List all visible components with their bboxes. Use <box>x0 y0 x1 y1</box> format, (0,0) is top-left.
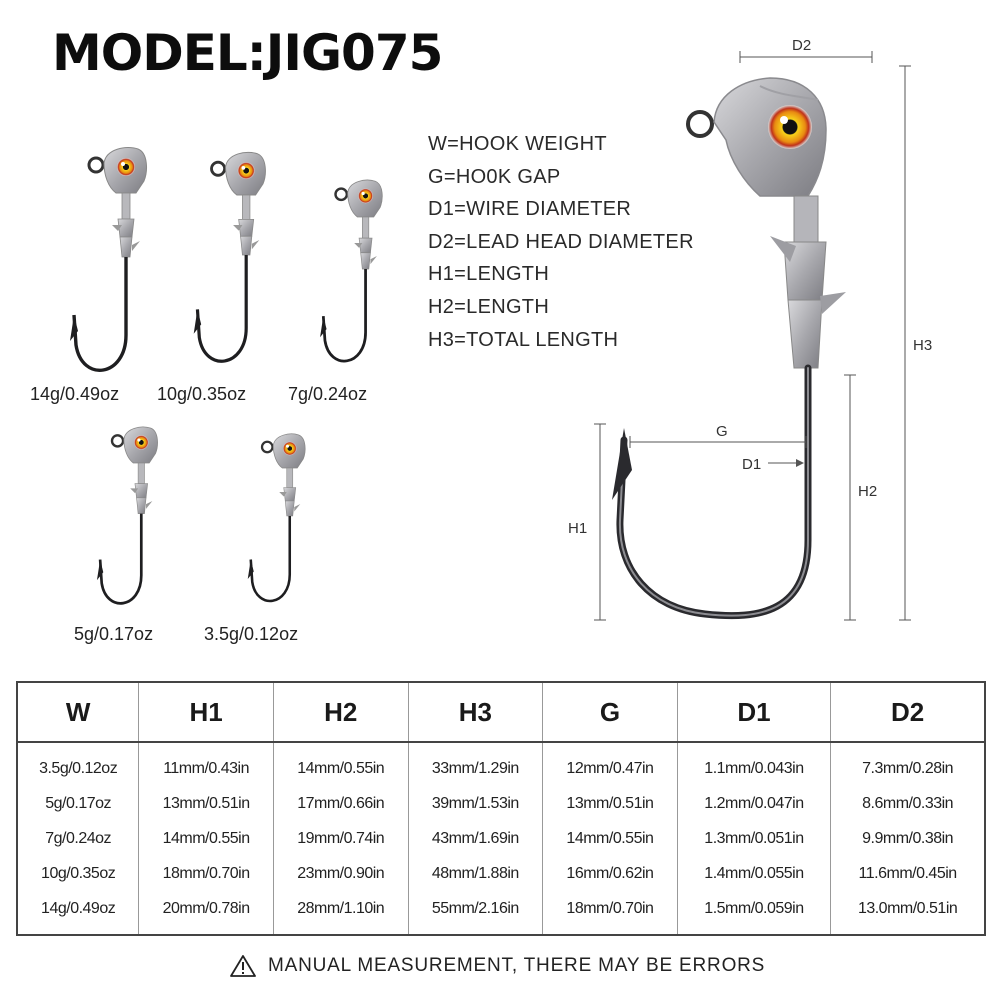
table-cell: 7.3mm/0.28in <box>862 759 954 777</box>
table-cell: 48mm/1.88in <box>408 856 544 891</box>
warning-text: MANUAL MEASUREMENT, THERE MAY BE ERRORS <box>268 955 766 976</box>
hook-label-10g: 10g/0.35oz <box>157 384 247 404</box>
hook-label-5g: 5g/0.17oz <box>74 624 154 644</box>
legend-item: H2=LENGTH <box>428 295 550 318</box>
table-cell: 13mm/0.51in <box>542 786 678 821</box>
column-header: H2 <box>273 682 409 743</box>
legend-item: G=HO0K GAP <box>428 165 561 188</box>
table-row: 14g/0.49oz 20mm/0.78in 28mm/1.10in 55mm/… <box>17 891 985 935</box>
legend-item: D1=WIRE DIAMETER <box>428 198 632 221</box>
hook-label-7g: 7g/0.24oz <box>288 384 368 404</box>
jig-hook-3-5g <box>246 432 307 603</box>
table-cell: 1.4mm/0.055in <box>677 856 832 891</box>
d1-label: D1 <box>742 456 762 473</box>
column-header: D1 <box>677 682 832 743</box>
table-cell: 1.1mm/0.043in <box>677 742 832 786</box>
dimension-legend: W=HOOK WEIGHT G=HO0K GAP D1=WIRE DIAMETE… <box>428 128 694 356</box>
table-cell: 8.6mm/0.33in <box>862 794 954 812</box>
spec-table: W H1 H2 H3 G D1 D2 3.5g/0.12oz 11mm/0.43… <box>16 681 986 936</box>
table-cell: 18mm/0.70in <box>138 856 274 891</box>
d2-label: D2 <box>792 37 812 54</box>
table-cell: 11.6mm/0.45in <box>858 864 958 882</box>
jig-hook-5g <box>95 425 159 605</box>
column-header: W <box>17 682 140 743</box>
legend-item: H1=LENGTH <box>428 263 550 286</box>
jig-hook-10g <box>192 150 267 363</box>
table-row: 5g/0.17oz 13mm/0.51in 17mm/0.66in 39mm/1… <box>17 786 985 821</box>
hook-label-3-5g: 3.5g/0.12oz <box>204 624 299 644</box>
jig-hook-7g <box>318 178 384 363</box>
column-header: H1 <box>138 682 274 743</box>
table-cell: 11mm/0.43in <box>138 742 274 786</box>
table-cell: 1.5mm/0.059in <box>677 891 832 935</box>
hook-label-14g: 14g/0.49oz <box>30 384 120 404</box>
table-cell: 1.3mm/0.051in <box>677 821 832 856</box>
column-header: H3 <box>408 682 544 743</box>
legend-item: D2=LEAD HEAD DIAMETER <box>428 230 694 253</box>
table-cell: 14mm/0.55in <box>138 821 274 856</box>
table-cell: 7g/0.24oz <box>17 821 140 856</box>
warning-triangle-icon <box>230 955 256 977</box>
table-cell: 28mm/1.10in <box>273 891 409 935</box>
table-cell: 13mm/0.51in <box>138 786 274 821</box>
table-header-row: W H1 H2 H3 G D1 D2 <box>17 682 985 743</box>
column-header: G <box>542 682 678 743</box>
page-title: MODEL:JIG075 <box>52 24 443 82</box>
table-cell: 19mm/0.74in <box>273 821 409 856</box>
table-cell: 5g/0.17oz <box>17 786 140 821</box>
table-cell: 23mm/0.90in <box>273 856 409 891</box>
table-row: 10g/0.35oz 18mm/0.70in 23mm/0.90in 48mm/… <box>17 856 985 891</box>
table-cell: 14g/0.49oz <box>17 891 140 935</box>
table-cell: 20mm/0.78in <box>138 891 274 935</box>
table-cell: 13.0mm/0.51in <box>857 899 958 917</box>
table-cell: 1.2mm/0.047in <box>677 786 832 821</box>
g-label: G <box>716 423 728 440</box>
table-cell: 33mm/1.29in <box>408 742 544 786</box>
table-cell: 12mm/0.47in <box>542 742 678 786</box>
table-cell: 3.5g/0.12oz <box>17 742 140 786</box>
table-cell: 14mm/0.55in <box>542 821 678 856</box>
table-cell: 39mm/1.53in <box>408 786 544 821</box>
table-cell: 9.9mm/0.38in <box>862 829 954 847</box>
table-cell: 43mm/1.69in <box>408 821 544 856</box>
h1-label: H1 <box>568 520 588 537</box>
table-cell: 10g/0.35oz <box>17 856 140 891</box>
table-row: 3.5g/0.12oz 11mm/0.43in 14mm/0.55in 33mm… <box>17 742 985 786</box>
jig-hook-14g <box>68 145 149 372</box>
table-cell: 17mm/0.66in <box>273 786 409 821</box>
column-header: D2 <box>830 682 985 743</box>
table-cell: 18mm/0.70in <box>542 891 678 935</box>
table-cell: 14mm/0.55in <box>273 742 409 786</box>
dimension-diagram <box>594 51 911 621</box>
legend-item: W=HOOK WEIGHT <box>428 133 607 155</box>
table-cell: 55mm/2.16in <box>408 891 544 935</box>
table-row: 7g/0.24oz 14mm/0.55in 19mm/0.74in 43mm/1… <box>17 821 985 856</box>
table-cell: 16mm/0.62in <box>542 856 678 891</box>
h3-label: H3 <box>913 337 933 354</box>
legend-item: H3=TOTAL LENGTH <box>428 328 619 351</box>
measurement-warning: MANUAL MEASUREMENT, THERE MAY BE ERRORS <box>230 955 765 977</box>
h2-label: H2 <box>858 483 878 500</box>
